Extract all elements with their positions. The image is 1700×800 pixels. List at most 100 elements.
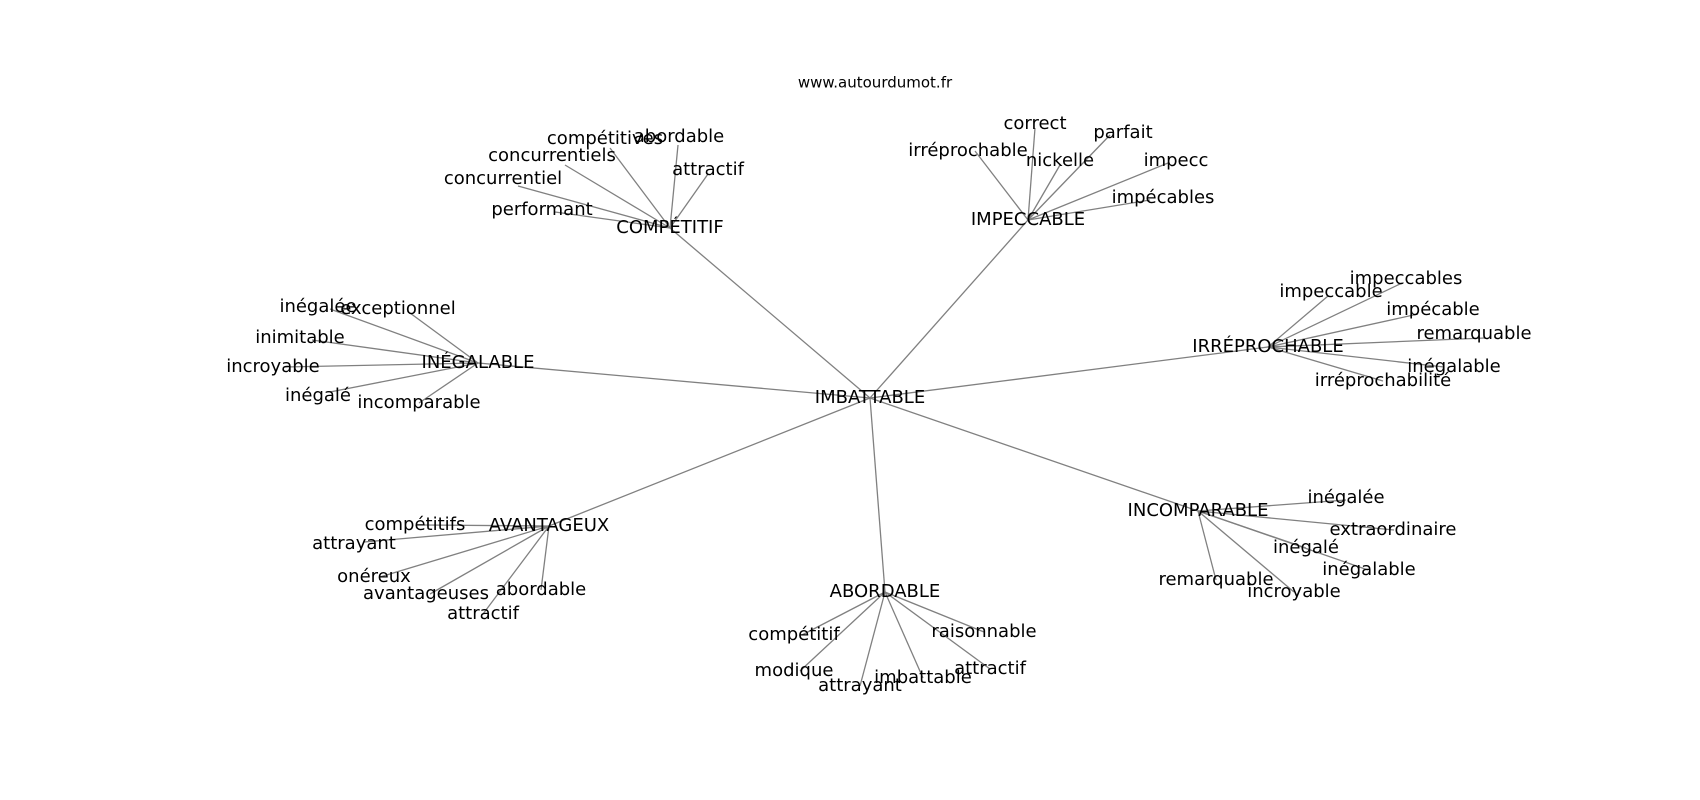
edge-group-to-leaf [1197, 510, 1217, 581]
leaf-word: extraordinaire [1330, 519, 1457, 540]
leaf-word: raisonnable [931, 621, 1036, 642]
leaf-word: inégalable [1322, 559, 1415, 580]
edge-group-to-leaf [1027, 164, 1061, 221]
edge-group-to-leaf [1197, 510, 1369, 571]
leaf-word: compétitif [748, 624, 840, 645]
edge-root-to-group [869, 346, 1269, 399]
edge-group-to-leaf [423, 524, 550, 527]
edge-group-to-leaf [564, 164, 671, 229]
leaf-word: correct [1003, 113, 1066, 134]
leaf-word: inégalable [1407, 356, 1500, 377]
group-word: INÉGALABLE [422, 351, 535, 373]
edge-group-to-leaf [1267, 346, 1445, 368]
edge-root-to-group [548, 397, 871, 527]
edge-group-to-leaf [329, 308, 479, 364]
leaf-word: imbattable [874, 667, 972, 688]
leaf-word: inégalée [1307, 487, 1384, 508]
leaf-word: inégalé [285, 385, 351, 406]
edge-group-to-leaf [1027, 199, 1151, 221]
edge-group-to-leaf [284, 362, 479, 368]
leaf-word: inégalé [1273, 537, 1339, 558]
group-word: ABORDABLE [830, 581, 941, 602]
edge-group-to-leaf [311, 339, 479, 364]
graph-labels: www.autourdumot.fr IMBATTABLE compétitive… [226, 74, 1531, 697]
leaf-word: compétitifs [365, 514, 466, 535]
edge-group-to-leaf [554, 211, 671, 229]
leaf-word: inimitable [255, 327, 345, 348]
leaf-word: attrayant [312, 533, 396, 554]
edge-root-to-group [869, 397, 886, 593]
group-word: COMPÉTITIF [616, 216, 723, 238]
edge-group-to-leaf [859, 591, 886, 687]
edge-group-to-leaf [1027, 127, 1036, 221]
edge-root-to-group [669, 227, 871, 399]
leaf-word: remarquable [1158, 569, 1273, 590]
leaf-word: impeccables [1350, 268, 1463, 289]
edge-group-to-leaf [974, 150, 1029, 221]
leaf-word: irréprochable [908, 140, 1027, 161]
edge-group-to-leaf [1197, 499, 1347, 512]
leaf-word: attractif [447, 603, 520, 624]
leaf-word: attractif [954, 658, 1027, 679]
leaf-word: impécable [1386, 299, 1479, 320]
edge-group-to-leaf [1267, 337, 1486, 348]
edge-group-to-leaf [884, 591, 991, 670]
leaf-word: concurrentiels [488, 145, 616, 166]
graph-edges [284, 127, 1486, 687]
group-word: INCOMPARABLE [1128, 500, 1269, 521]
leaf-word: onéreux [337, 566, 411, 587]
edge-group-to-leaf [363, 525, 550, 543]
leaf-word: irréprochabilité [1315, 370, 1452, 391]
leaf-word: impeccable [1279, 281, 1382, 302]
edge-root-to-group [869, 397, 1199, 512]
leaf-word: avantageuses [363, 583, 489, 604]
leaf-word: attrayant [818, 675, 902, 696]
edge-group-to-leaf [1267, 295, 1329, 348]
edge-group-to-leaf [418, 362, 479, 404]
edge-group-to-leaf [540, 525, 550, 591]
edge-group-to-leaf [1267, 346, 1384, 382]
leaf-word: attractif [672, 159, 745, 180]
edge-group-to-leaf [799, 591, 886, 672]
leaf-word: incroyable [1247, 581, 1341, 602]
leaf-word: parfait [1093, 122, 1152, 143]
leaf-word: incroyable [226, 356, 320, 377]
edge-group-to-leaf [669, 173, 709, 229]
leaf-word: abordable [634, 126, 725, 147]
leaf-word: inégalée [279, 296, 356, 317]
edge-group-to-leaf [801, 591, 886, 636]
group-word: IRRÉPROCHABLE [1192, 335, 1343, 357]
leaf-word: incomparable [357, 392, 480, 413]
edge-group-to-leaf [409, 312, 479, 364]
leaf-word: impécables [1112, 187, 1215, 208]
leaf-word: modique [755, 660, 834, 681]
edge-group-to-leaf [1197, 510, 1395, 531]
group-word: AVANTAGEUX [489, 515, 610, 536]
edge-group-to-leaf [379, 525, 550, 578]
edge-group-to-leaf [429, 525, 550, 595]
root-word: IMBATTABLE [815, 387, 925, 408]
leaf-word: performant [491, 199, 592, 220]
edge-group-to-leaf [329, 362, 479, 393]
leaf-word: concurrentiel [444, 168, 562, 189]
edge-group-to-leaf [1027, 162, 1169, 221]
leaf-word: compétitives [547, 128, 663, 149]
leaf-word: exceptionnel [340, 298, 455, 319]
leaf-word: nickelle [1026, 150, 1094, 171]
leaf-word: abordable [496, 579, 587, 600]
edge-root-to-group [869, 219, 1029, 399]
edge-group-to-leaf [884, 591, 924, 679]
edge-group-to-leaf [609, 147, 671, 229]
edge-group-to-leaf [669, 144, 679, 229]
edge-group-to-leaf [482, 525, 550, 615]
leaf-word: remarquable [1416, 323, 1531, 344]
site-watermark: www.autourdumot.fr [798, 74, 953, 92]
leaf-word: impecc [1144, 150, 1209, 171]
edge-group-to-leaf [1197, 510, 1295, 593]
group-word: IMPECCABLE [971, 209, 1085, 230]
edge-group-to-leaf [1267, 282, 1403, 348]
edge-group-to-leaf [1267, 313, 1419, 348]
edge-group-to-leaf [884, 591, 985, 633]
edge-group-to-leaf [517, 185, 671, 229]
